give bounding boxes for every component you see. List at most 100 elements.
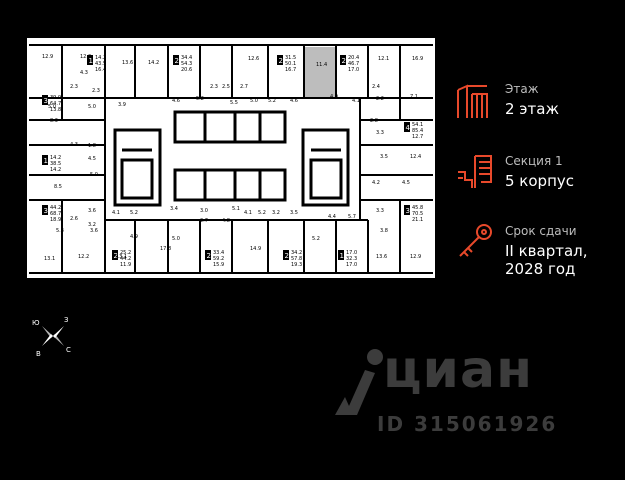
room-area-label: 3.9 bbox=[118, 102, 126, 108]
room-area-label: 4.5 bbox=[402, 180, 410, 186]
room-area-label: 3.5 bbox=[290, 210, 298, 216]
unit-area: 33.4 bbox=[213, 250, 224, 256]
room-area-label: 5.7 bbox=[348, 214, 356, 220]
unit-rooms: 2 bbox=[175, 57, 179, 65]
room-area-label: 5.2 bbox=[268, 98, 276, 104]
unit-rooms: 1 bbox=[340, 252, 344, 260]
unit-area: 46.7 bbox=[348, 61, 359, 67]
room-area-label: 12.4 bbox=[410, 154, 421, 160]
building-section-icon bbox=[458, 155, 492, 188]
unit-area: 17.0 bbox=[346, 250, 357, 256]
unit-area: 38.5 bbox=[50, 161, 61, 167]
room-area-label: 4.9 bbox=[130, 234, 138, 240]
compass-label-s: Ю bbox=[32, 319, 40, 327]
compass-rose: Ю З В С bbox=[32, 316, 71, 358]
room-area-label: 2.8 bbox=[370, 118, 378, 124]
room-area-label: 3.6 bbox=[88, 208, 96, 214]
legend-delivery-label: Срок сдачи bbox=[505, 224, 577, 238]
room-area-label: 4.6 bbox=[290, 98, 298, 104]
room-area-label: 3.3 bbox=[376, 208, 384, 214]
listing-id: ID 315061926 bbox=[377, 412, 558, 436]
cian-brand-text: циан bbox=[383, 340, 533, 400]
unit-area: 19.3 bbox=[291, 262, 302, 268]
unit-rooms: 2 bbox=[285, 252, 289, 260]
room-area-label: 4.2 bbox=[372, 180, 380, 186]
room-area-label: 2.5 bbox=[222, 84, 230, 90]
compass-label-w: З bbox=[64, 316, 69, 324]
unit-rooms: 1 bbox=[89, 57, 93, 65]
unit-area: 70.5 bbox=[412, 211, 423, 217]
room-area-label: 2.3 bbox=[92, 88, 100, 94]
compass-label-e: В bbox=[36, 350, 41, 358]
core-stairs-right bbox=[301, 128, 350, 207]
room-area-label: 14.2 bbox=[148, 60, 159, 66]
room-area-label: 2.6 bbox=[70, 216, 78, 222]
legend-delivery: Срок сдачи II квартал, 2028 год bbox=[455, 222, 620, 282]
room-area-label: 4.3 bbox=[70, 142, 78, 148]
room-area-label: 12.6 bbox=[248, 56, 259, 62]
unit-area: 16.7 bbox=[285, 67, 296, 73]
room-area-label: 3.6 bbox=[90, 228, 98, 234]
room-area-label: 4.0 bbox=[330, 94, 338, 100]
unit-area: 50.1 bbox=[285, 61, 296, 67]
room-area-label: 5.0 bbox=[250, 98, 258, 104]
room-area-label: 3.5 bbox=[380, 154, 388, 160]
room-area-label: 4.1 bbox=[244, 210, 252, 216]
room-area-label: 3.0 bbox=[200, 208, 208, 214]
unit-area: 85.4 bbox=[412, 128, 423, 134]
unit-area: 18.9 bbox=[50, 217, 61, 223]
legend-section-value: 5 корпус bbox=[505, 172, 575, 190]
room-area-label: 4.8 bbox=[222, 218, 230, 224]
room-area-label: 5.2 bbox=[130, 210, 138, 216]
legend-delivery-line1: II квартал, bbox=[505, 242, 588, 260]
highlighted-unit[interactable] bbox=[305, 47, 335, 97]
unit-rooms: 2 bbox=[114, 252, 118, 260]
unit-rooms: 2 bbox=[279, 57, 283, 65]
unit-area: 34.2 bbox=[291, 250, 302, 256]
unit-area: 34.4 bbox=[181, 55, 192, 61]
room-area-label: 12.2 bbox=[80, 54, 91, 60]
unit-area: 45.8 bbox=[412, 205, 423, 211]
unit-area: 31.5 bbox=[285, 55, 296, 61]
room-area-label: 12.9 bbox=[42, 54, 53, 60]
room-area-label: 13.6 bbox=[122, 60, 133, 66]
unit-area: 57.8 bbox=[291, 256, 302, 262]
room-area-label: 5.1 bbox=[232, 206, 240, 212]
legend-section-label: Секция 1 bbox=[505, 154, 563, 168]
room-area-label: 12.2 bbox=[78, 254, 89, 260]
cian-watermark: циан ID 315061926 bbox=[335, 330, 585, 450]
plan-walls bbox=[29, 46, 433, 272]
unit-area: 68.7 bbox=[50, 211, 61, 217]
unit-area: 14.2 bbox=[95, 55, 106, 61]
room-area-label: 2.3 bbox=[210, 84, 218, 90]
unit-area: 25.2 bbox=[120, 250, 131, 256]
room-area-label: 5.2 bbox=[196, 96, 204, 102]
compass-label-n: С bbox=[66, 346, 71, 354]
core-stairs-left bbox=[113, 128, 162, 207]
unit-area: 44.2 bbox=[120, 256, 131, 262]
room-area-label: 3.4 bbox=[170, 206, 178, 212]
room-area-label: 2.7 bbox=[200, 218, 208, 224]
room-area-label: 12.9 bbox=[410, 254, 421, 260]
room-area-label: 5.0 bbox=[88, 104, 96, 110]
room-area-label: 14.9 bbox=[250, 246, 261, 252]
room-area-label: 3.2 bbox=[272, 210, 280, 216]
room-area-label: 5.0 bbox=[48, 104, 56, 110]
key-icon bbox=[459, 224, 492, 257]
unit-area: 11.9 bbox=[120, 262, 131, 268]
